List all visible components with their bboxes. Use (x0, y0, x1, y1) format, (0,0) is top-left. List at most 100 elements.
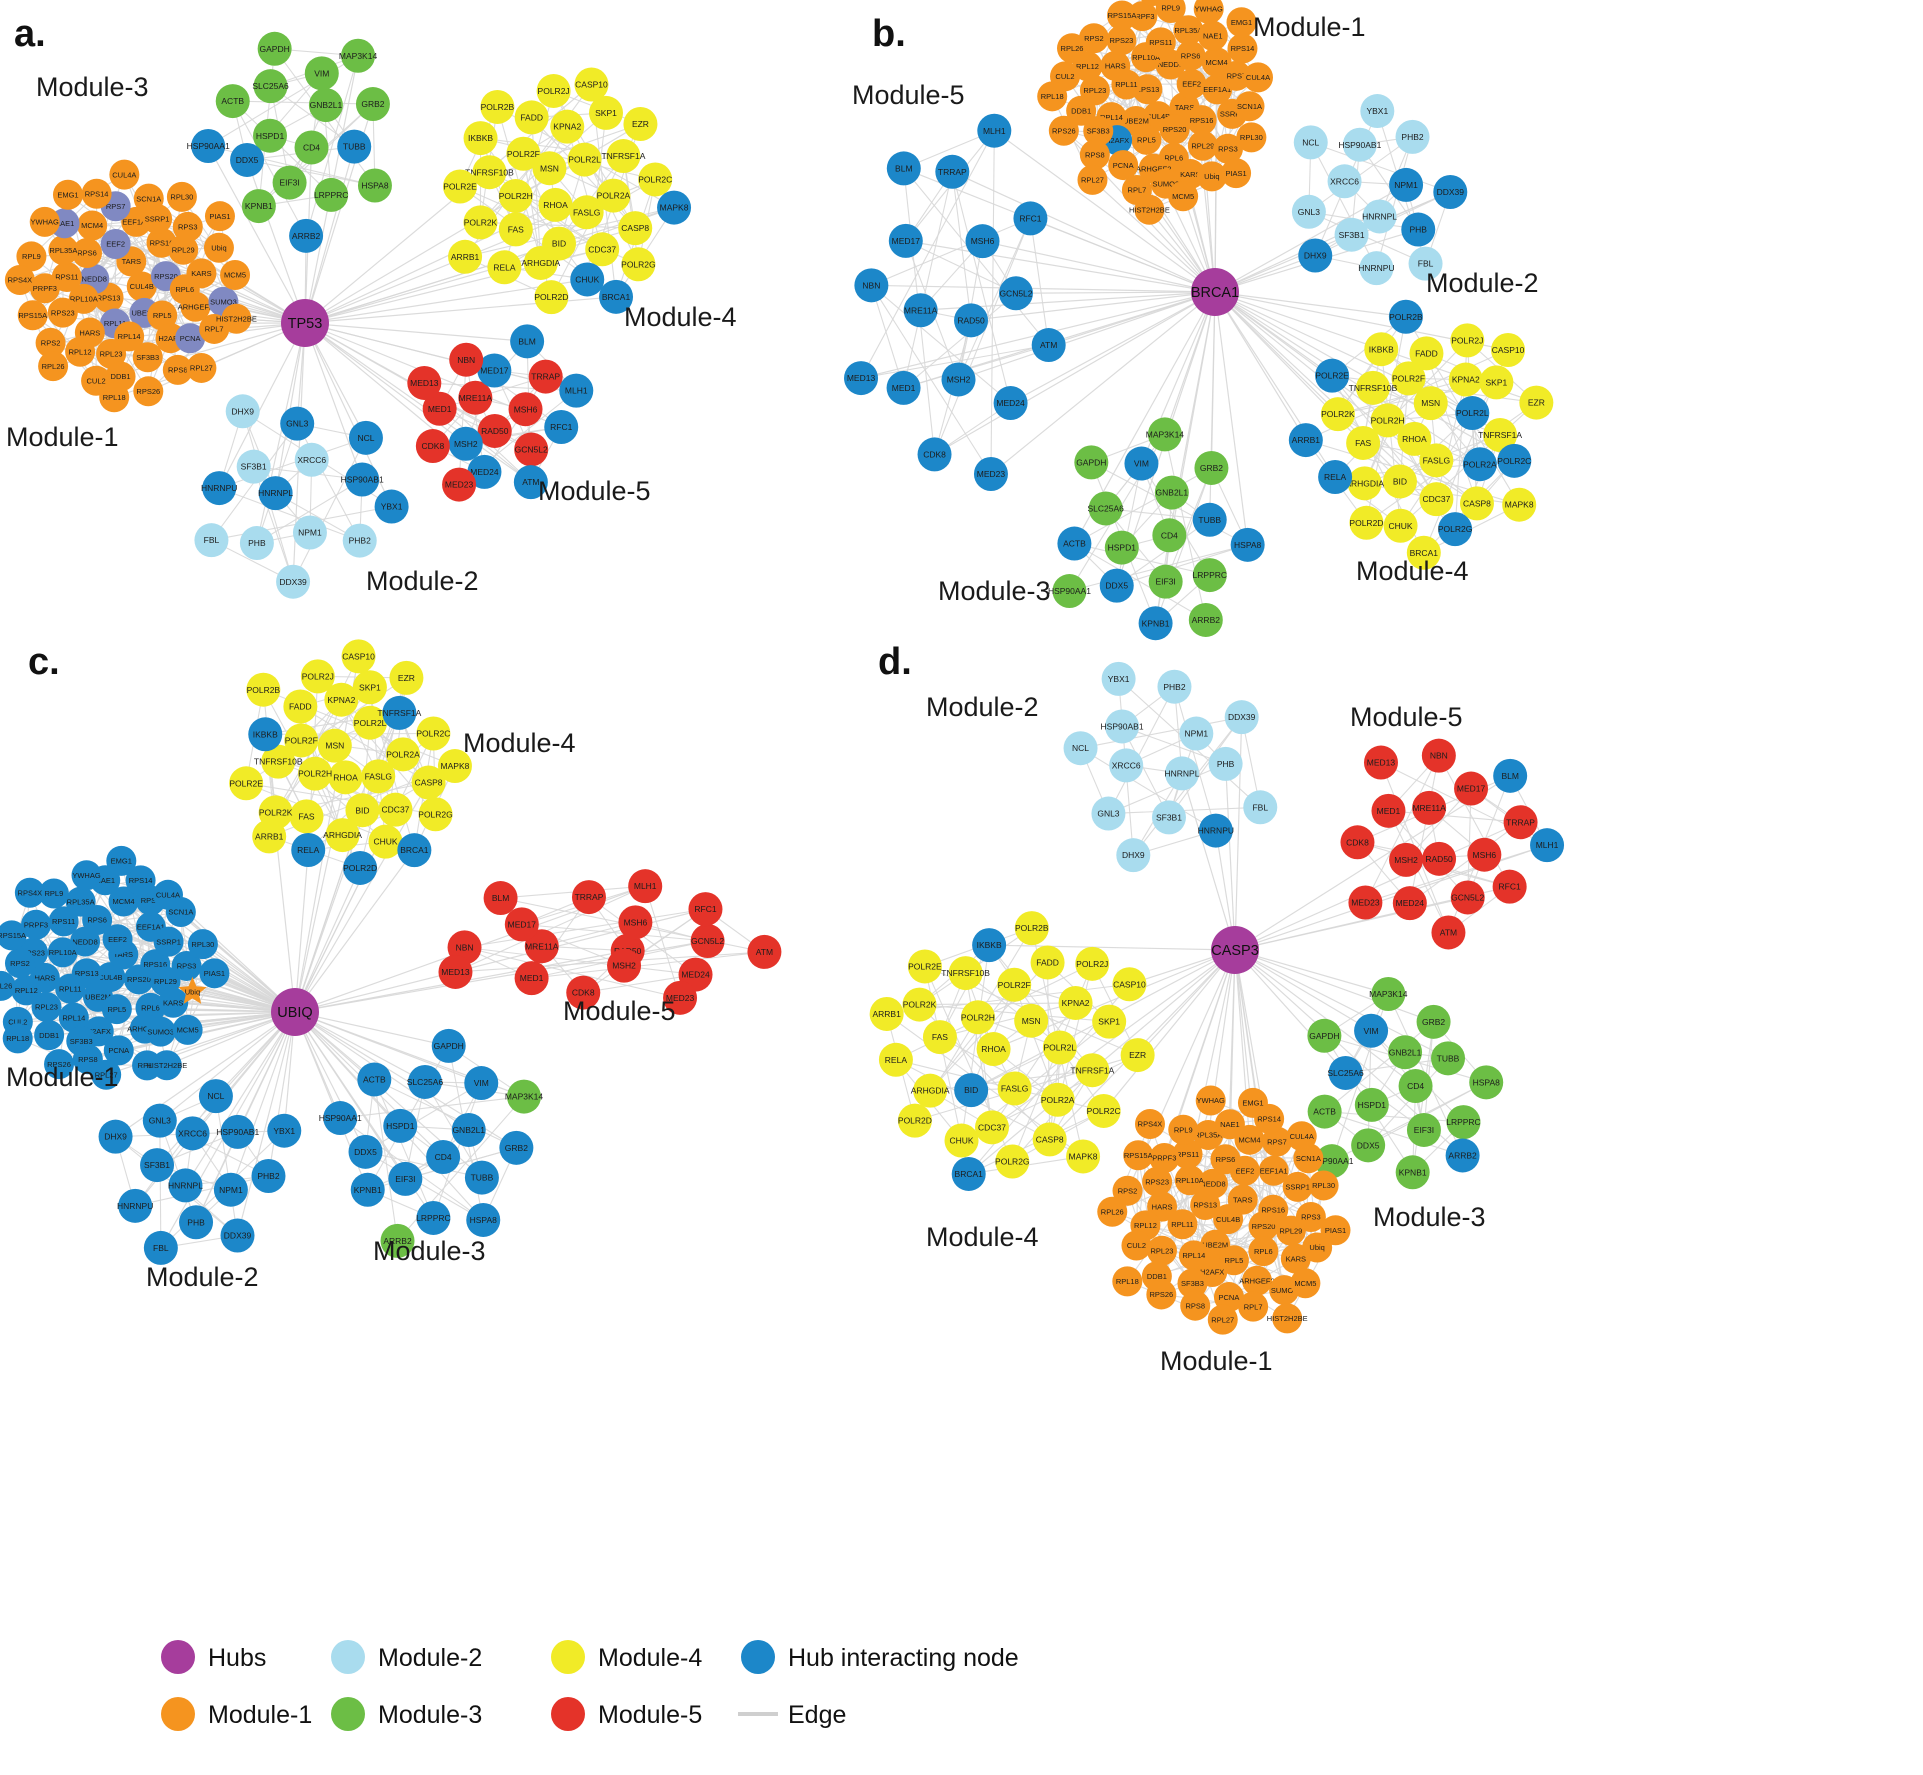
node-label: TUBB (343, 142, 366, 152)
node-label: MSH2 (947, 375, 971, 385)
node-label: EZR (1129, 1050, 1146, 1060)
node-label: EIF3I (1155, 577, 1175, 587)
network-node (21, 909, 52, 940)
node-label: POLR2H (499, 191, 533, 201)
node-label: CDC37 (588, 244, 616, 254)
node-label: HSP90AA1 (1048, 586, 1091, 596)
node-label: HARS (1152, 1202, 1173, 1211)
node-label: RPL12 (1134, 1221, 1157, 1230)
node-label: NBN (1430, 751, 1448, 761)
network-node (341, 38, 376, 73)
node-label: RPL9 (1174, 1125, 1193, 1134)
node-label: NBN (456, 942, 474, 952)
network-node (1175, 40, 1206, 71)
edge (1435, 379, 1467, 500)
network-node (1416, 1004, 1451, 1039)
network-node (467, 454, 502, 489)
network-node (1040, 1082, 1075, 1117)
network-node (1291, 194, 1326, 229)
edge (1367, 1057, 1449, 1146)
node-label: IKBKB (468, 133, 493, 143)
network-node (1063, 731, 1098, 766)
network-node (348, 1134, 383, 1169)
network-node (1155, 0, 1186, 24)
network-node (972, 928, 1007, 963)
module-label: Module-5 (563, 996, 676, 1026)
network-node (1134, 1109, 1165, 1140)
node-label: CASP8 (1463, 498, 1491, 508)
node-label: SF3B3 (136, 353, 159, 362)
network-node (1359, 251, 1394, 286)
network-node (993, 386, 1028, 421)
network-node (101, 994, 132, 1025)
network-node (1238, 1291, 1269, 1322)
node-label: RPL29 (172, 245, 195, 254)
hub-edge (304, 322, 363, 480)
node-label: PHB (1217, 759, 1235, 769)
node-label: GNL3 (1097, 809, 1119, 819)
node-label: SUMO3 (1271, 1286, 1298, 1295)
network-node (350, 1172, 385, 1207)
network-node (407, 365, 442, 400)
node-label: MED13 (847, 373, 876, 383)
node-label: RPS15A (1124, 1151, 1153, 1160)
node-label: BRCA1 (955, 1169, 984, 1179)
node-label: RPL10A (1176, 1176, 1204, 1185)
node-label: CUL4B (1146, 112, 1170, 121)
network-node (276, 564, 311, 599)
network-node (368, 824, 403, 859)
network-node (99, 382, 130, 413)
network-node (126, 271, 157, 302)
node-label: BLM (1501, 771, 1518, 781)
node-label: NPM1 (1185, 729, 1209, 739)
node-label: HSPD1 (1108, 543, 1137, 553)
node-label: CHUK (373, 837, 397, 847)
network-node (1149, 1142, 1180, 1173)
network-node (1154, 475, 1189, 510)
hub-edge (1160, 949, 1236, 1295)
node-label: MCM5 (1172, 192, 1194, 201)
network-node (1421, 738, 1456, 773)
network-node (343, 850, 378, 885)
node-label: POLR2F (285, 736, 318, 746)
edge (232, 100, 332, 196)
node-label: GAPDH (434, 1041, 464, 1051)
network-node (1236, 122, 1267, 153)
node-label: RPS13 (1193, 1201, 1217, 1210)
network-node (1315, 358, 1350, 393)
edge (644, 886, 681, 999)
edge (1108, 763, 1226, 815)
node-label: FADD (1036, 958, 1059, 968)
network-node (1079, 139, 1110, 170)
node-label: MCM5 (1294, 1279, 1316, 1288)
network-node (353, 705, 388, 740)
network-node (1192, 502, 1227, 537)
node-label: RPL11 (1115, 80, 1137, 89)
node-label: FBL (153, 1243, 169, 1253)
node-label: NEDD8 (72, 937, 97, 946)
hub-label: CASP3 (1211, 943, 1259, 959)
network-node (291, 832, 326, 867)
node-label: RPS4X (8, 276, 33, 285)
hub-edge (304, 322, 528, 342)
node-label: YBX1 (273, 1126, 295, 1136)
node-label: POLR2D (534, 292, 568, 302)
hub-edge (1048, 291, 1216, 346)
node-label: RPS23 (1110, 36, 1134, 45)
edge (1364, 755, 1440, 903)
node-label: RPS15A (0, 931, 26, 940)
module-label: Module-2 (926, 692, 1039, 722)
module-label: Module-1 (1253, 12, 1366, 42)
network-node (1213, 1282, 1244, 1313)
node-label: DHX9 (231, 406, 254, 416)
network-node (1258, 1194, 1289, 1225)
node-label: POLR2L (568, 155, 601, 165)
node-label: SUMO3 (147, 1027, 174, 1036)
labels-layer: a.Module-3Module-4Module-1Module-5Module… (6, 12, 1539, 1731)
node-label: CUL4A (1246, 73, 1270, 82)
node-label: RPS8 (1085, 150, 1105, 159)
network-node (1433, 174, 1468, 209)
network-node (1074, 445, 1109, 480)
hub-edge (993, 130, 1216, 293)
network-node (1198, 1168, 1229, 1199)
